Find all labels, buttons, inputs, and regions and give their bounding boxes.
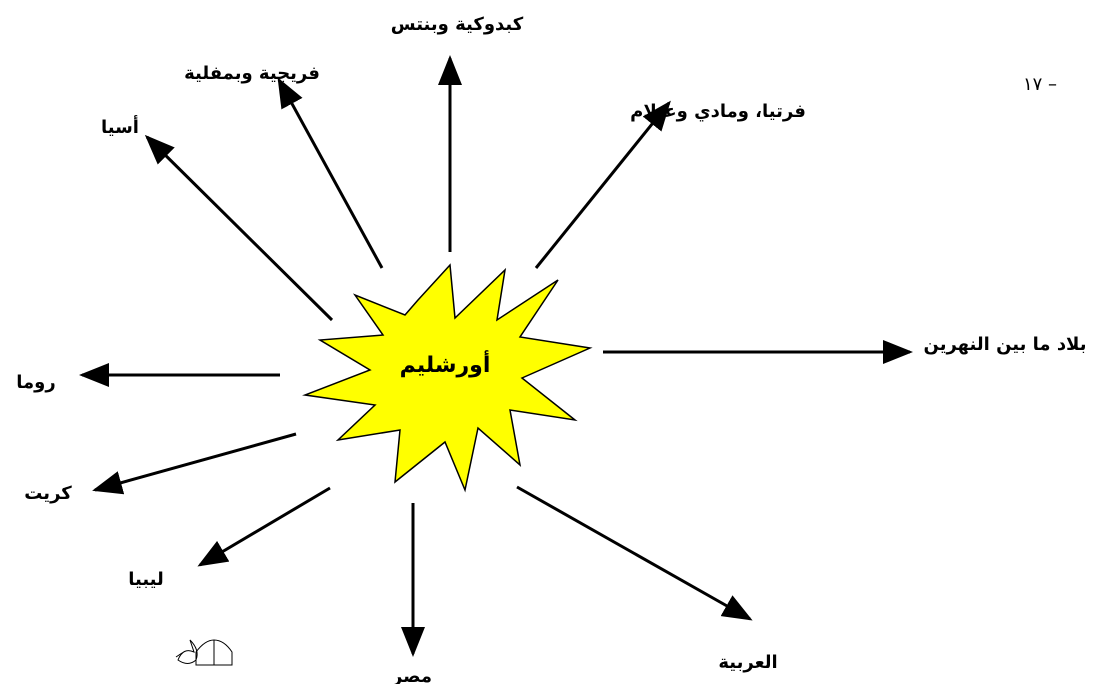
arrow-libya: [197, 486, 331, 567]
arrow-parthia-media-elam: [534, 100, 671, 269]
label-egypt: مصر: [391, 666, 432, 684]
label-rome: روما: [16, 372, 55, 393]
label-arabia: العربية: [718, 652, 777, 673]
page-number: ١٧ –: [1023, 74, 1057, 95]
label-phrygia-pamphylia: فريجية وبمفلية: [184, 63, 320, 84]
center-label: أورشليم: [400, 349, 491, 378]
label-asia: أسيا: [101, 115, 139, 138]
label-cappadocia-pontus: كبدوكية وبنتس: [391, 14, 524, 35]
label-parthia-media-elam: فرتيا، ومادي وعيلام: [630, 101, 806, 122]
arrow-crete: [92, 432, 297, 495]
arrow-asia: [144, 134, 334, 322]
dove-book-icon: [175, 639, 233, 666]
label-mesopotamia: بلاد ما بين النهرين: [924, 334, 1087, 355]
jerusalem-starburst: [302, 263, 593, 493]
arrow-phrygia-pamphylia: [277, 77, 384, 269]
label-crete: كريت: [24, 483, 72, 504]
arrow-arabia: [516, 485, 753, 621]
label-libya: ليبيا: [128, 569, 164, 590]
